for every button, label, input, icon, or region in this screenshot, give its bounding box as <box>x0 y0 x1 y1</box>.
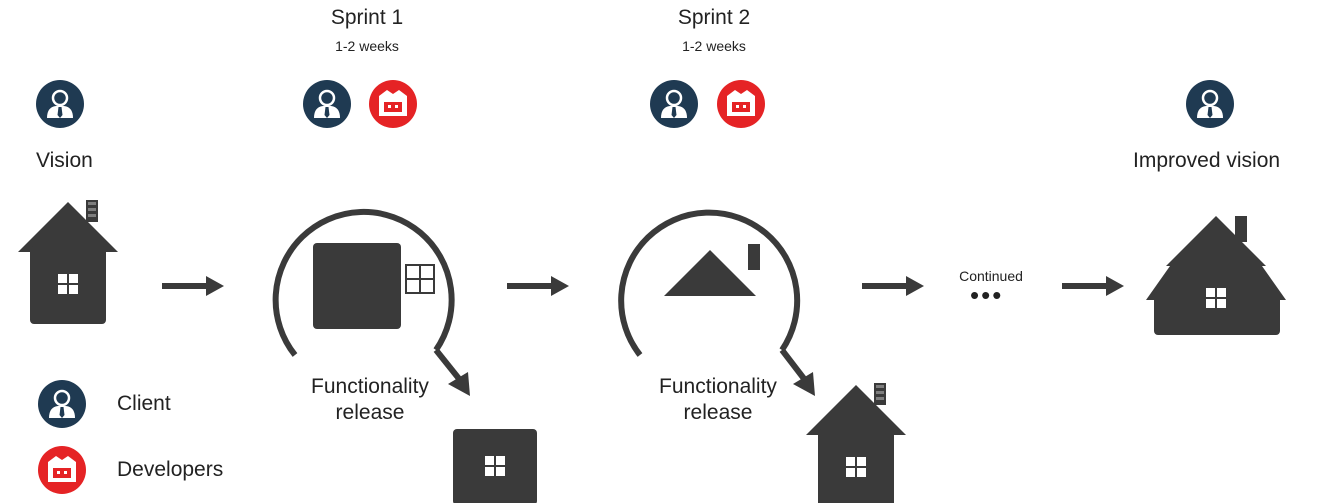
sprint1-duration: 1-2 weeks <box>335 38 399 54</box>
sprint1-title: Sprint 1 <box>330 6 404 29</box>
arrow-icon <box>162 276 224 296</box>
vision-house-icon <box>18 200 118 324</box>
improved-vision-label: Improved vision <box>1133 149 1281 172</box>
sprint1-developers-icon <box>369 80 417 128</box>
sprint2-cycle-icon <box>618 209 815 396</box>
sprint2-title: Sprint 2 <box>677 6 751 29</box>
sprint2-release-house-icon <box>806 383 906 503</box>
sprint1-client-icon <box>301 78 353 130</box>
sprint1-release-block-icon <box>453 429 537 503</box>
legend-developers-label: Developers <box>117 458 224 481</box>
arrow-icon <box>1062 276 1124 296</box>
legend-client-label: Client <box>117 392 171 415</box>
sprint2-duration: 1-2 weeks <box>682 38 746 54</box>
sprint1-release-label: Functionality release <box>311 375 429 424</box>
improved-client-icon <box>1184 78 1236 130</box>
continued-dots: ••• <box>970 280 1004 310</box>
improved-house-icon <box>1146 216 1286 335</box>
vision-client-icon <box>34 78 86 130</box>
arrow-icon <box>507 276 569 296</box>
legend-developers-icon <box>38 446 86 494</box>
arrow-icon <box>862 276 924 296</box>
sprint2-release-label: Functionality release <box>659 375 777 424</box>
sprint2-client-icon <box>648 78 700 130</box>
continued-label: Continued <box>959 268 1023 284</box>
vision-label: Vision <box>36 149 93 172</box>
legend-client-icon <box>36 378 88 430</box>
sprint1-cycle-icon <box>272 208 470 396</box>
sprint2-developers-icon <box>717 80 765 128</box>
